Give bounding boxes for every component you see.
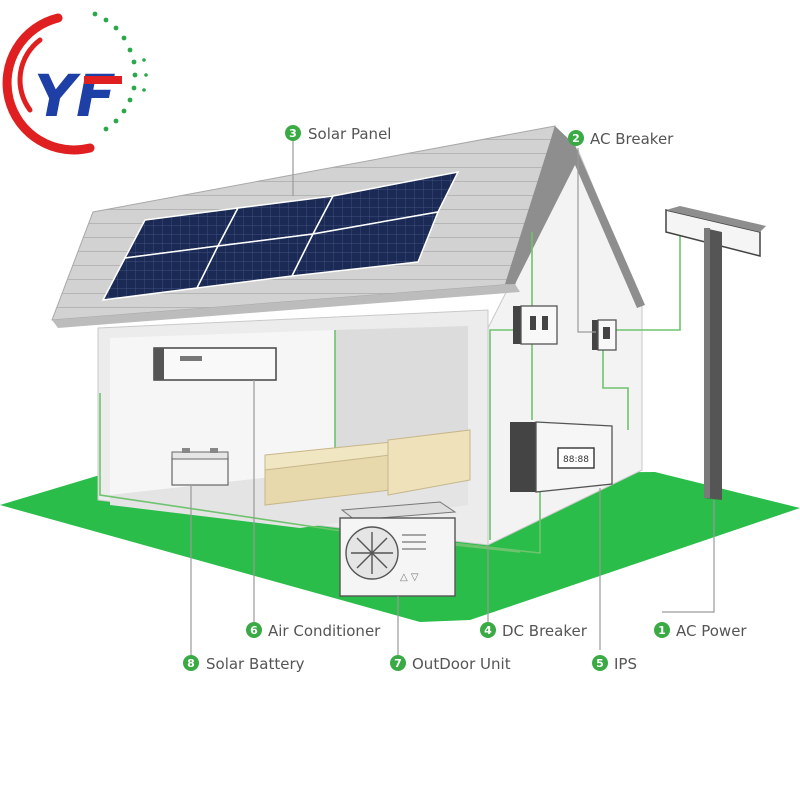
ac-breaker-box [592,319,617,351]
svg-text:5: 5 [596,657,604,670]
logo-green-dots [92,11,148,132]
label-dc-breaker: 4 DC Breaker [480,622,588,640]
label-text-outdoor-unit: OutDoor Unit [412,655,511,673]
wire-dc-left [489,329,515,540]
leader-lines [190,140,715,655]
svg-text:2: 2 [572,132,580,145]
label-ac-breaker: 2 AC Breaker [568,130,674,148]
sofa [264,429,471,506]
label-text-solar-panel: Solar Panel [308,125,391,143]
wire-ac-to-pole [614,232,681,331]
ips-display: 88:88 [563,455,589,465]
label-outdoor-unit: 7 OutDoor Unit [390,655,511,673]
solar-battery [171,448,229,486]
svg-text:8: 8 [187,657,195,670]
label-text-ips: IPS [614,655,637,673]
label-text-air-conditioner: Air Conditioner [268,622,381,640]
logo-red-arc-inner [17,37,43,113]
label-text-ac-power: AC Power [676,622,747,640]
logo-red-bar [84,76,122,84]
wire-ac-down [602,350,629,430]
roof-eave [52,284,520,328]
svg-text:4: 4 [484,624,492,637]
label-solar-battery: 8 Solar Battery [183,655,305,673]
leader-ac-breaker [577,148,596,333]
label-ips: 5 IPS [592,655,637,673]
dc-breaker-box [513,305,558,345]
label-text-dc-breaker: DC Breaker [502,622,588,640]
solar-panels [101,170,460,301]
ips-inverter: 88:88 [510,421,613,493]
indoor-ac-unit [153,347,277,381]
label-text-ac-breaker: AC Breaker [590,130,674,148]
svg-text:△ ▽: △ ▽ [400,572,419,583]
label-ac-power: 1 AC Power [654,622,747,640]
svg-text:7: 7 [394,657,402,670]
logo-monogram: YF [34,62,116,130]
label-air-conditioner: 6 Air Conditioner [246,622,381,640]
logo-red-arc [2,13,95,155]
label-solar-panel: 3 Solar Panel [285,125,391,143]
svg-text:1: 1 [658,624,666,637]
utility-pole [665,206,766,500]
company-logo: YF [2,11,148,155]
svg-text:3: 3 [289,127,297,140]
outdoor-unit: △ ▽ [339,501,457,597]
wiring [99,232,681,554]
label-text-solar-battery: Solar Battery [206,655,305,673]
solar-panel-6 [290,211,440,277]
wire-interior-top [99,393,541,554]
leader-ac-power [662,500,715,613]
svg-text:6: 6 [250,624,258,637]
roof-edge [505,126,645,308]
